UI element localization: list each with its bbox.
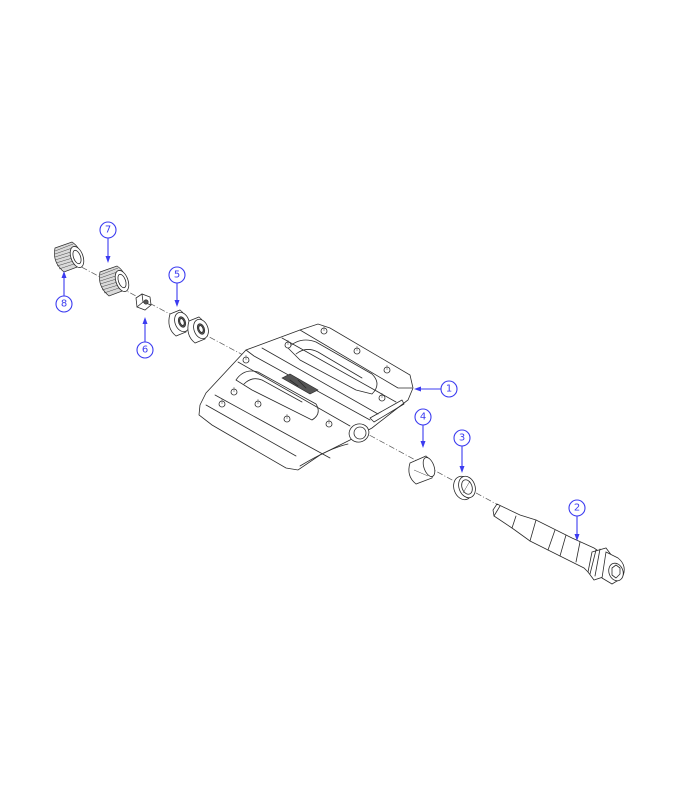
callout-8: 8 — [55, 271, 73, 313]
part-8-end-cap — [54, 241, 85, 273]
callout-label-3: 3 — [459, 433, 465, 444]
part-6-lock-nut — [135, 293, 152, 311]
part-1-pedal-body — [198, 323, 414, 471]
callout-1: 1 — [414, 380, 458, 398]
callout-3: 3 — [453, 429, 471, 473]
callout-5: 5 — [168, 266, 186, 307]
callout-7: 7 — [99, 221, 117, 263]
part-7-end-cap — [99, 265, 130, 297]
pedal-pins — [218, 326, 391, 428]
callout-2: 2 — [568, 499, 586, 541]
callout-label-6: 6 — [142, 345, 148, 356]
callout-label-8: 8 — [61, 299, 67, 310]
part-4-bushing — [408, 455, 436, 485]
callout-6: 6 — [136, 317, 154, 359]
callout-label-5: 5 — [174, 270, 180, 281]
part-3-seal-washer — [453, 475, 476, 501]
callout-4: 4 — [414, 408, 432, 448]
callout-label-2: 2 — [574, 503, 580, 514]
part-5-bearings — [168, 309, 209, 344]
part-2-spindle — [492, 503, 625, 585]
callout-label-7: 7 — [105, 225, 111, 236]
callout-label-4: 4 — [420, 412, 426, 423]
callout-label-1: 1 — [446, 384, 452, 395]
